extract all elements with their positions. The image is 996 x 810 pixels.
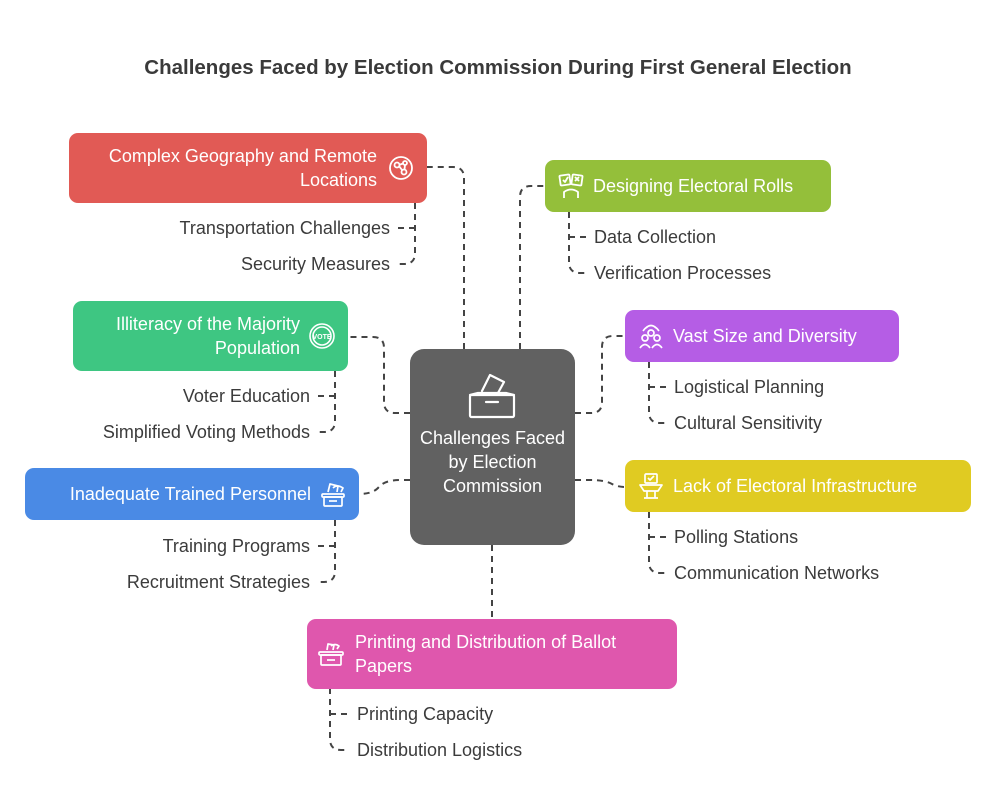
vote-badge-icon: VOTE [308,322,336,350]
node-personnel-label: Inadequate Trained Personnel [69,484,311,504]
node-printing: Printing and Distribution of Ballot Pape… [307,619,677,689]
geography-item-1: Transportation Challenges [179,218,390,238]
personnel-item-2: Recruitment Strategies [126,572,310,592]
node-geography-label: Complex Geography and Remote Locations [108,146,377,190]
center-node: Challenges Faced by Election Commission [410,349,575,545]
ballot-box-icon [466,371,518,421]
diversity-item-2: Cultural Sensitivity [674,413,823,433]
infrastructure-item-1: Polling Stations [674,527,799,547]
printing-item-1: Printing Capacity [357,704,494,724]
ballot-drop-icon [317,640,345,668]
connector-infrastructure [575,479,626,488]
node-geography: Complex Geography and Remote Locations [69,133,427,203]
personnel-item-1: Training Programs [162,536,310,556]
people-group-icon [637,322,665,350]
connector-personnel [358,479,410,495]
node-infrastructure-label: Lack of Electoral Infrastructure [673,476,918,496]
connector-diversity [575,335,625,414]
diagram-title: Challenges Faced by Election Commission … [144,56,852,79]
node-illiteracy-label: Illiteracy of the Majority Population [115,314,300,358]
connector-rolls [519,185,545,349]
voting-machine-icon [637,472,665,500]
printing-item-2: Distribution Logistics [357,740,523,760]
ballot-hand-icon [319,480,347,508]
diversity-item-1: Logistical Planning [674,377,825,397]
rolls-item-1: Data Collection [594,227,717,247]
geography-item-2: Security Measures [240,254,390,274]
connector-geography [427,166,465,349]
infrastructure-item-2: Communication Networks [674,563,880,583]
svg-text:VOTE: VOTE [312,334,331,341]
node-printing-label: Printing and Distribution of Ballot Pape… [355,632,617,676]
voting-cards-icon [557,172,585,200]
rolls-item-2: Verification Processes [594,263,772,283]
connector-illiteracy [348,336,410,414]
network-nodes-icon [387,154,415,182]
node-rolls: Designing Electoral Rolls [545,160,831,212]
node-infrastructure: Lack of Electoral Infrastructure [625,460,971,512]
node-personnel: Inadequate Trained Personnel [25,468,359,520]
illiteracy-item-1: Voter Education [182,386,310,406]
center-label: Challenges Faced by Election Commission [419,428,566,496]
node-diversity: Vast Size and Diversity [625,310,899,362]
node-illiteracy: Illiteracy of the Majority Population VO… [73,301,348,371]
node-rolls-label: Designing Electoral Rolls [593,176,794,196]
node-diversity-label: Vast Size and Diversity [673,326,857,346]
illiteracy-item-2: Simplified Voting Methods [102,422,310,442]
